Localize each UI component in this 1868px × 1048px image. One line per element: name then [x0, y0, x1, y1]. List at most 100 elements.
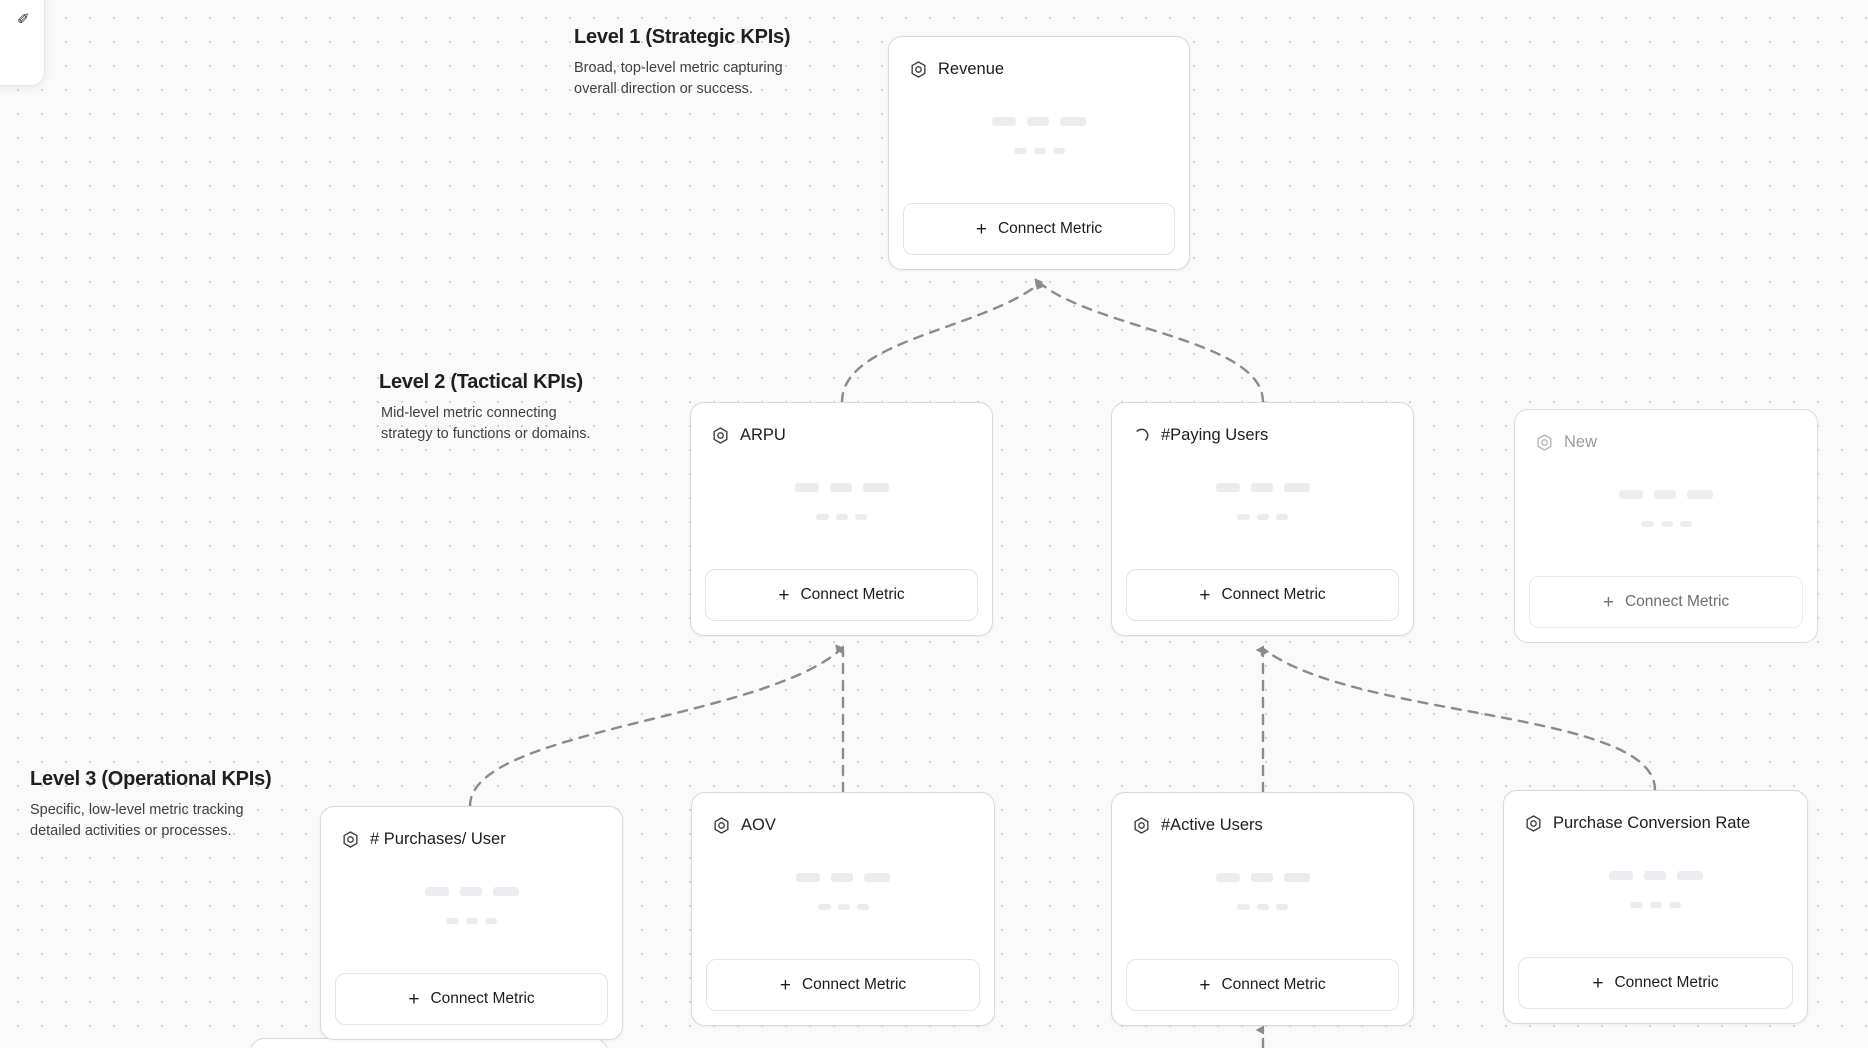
skeleton-bar — [816, 514, 829, 520]
connect-metric-label: Connect Metric — [997, 220, 1103, 237]
skeleton-bar — [1257, 514, 1269, 520]
skeleton-row-secondary — [1237, 514, 1288, 520]
card-placeholder-body — [1515, 456, 1817, 576]
connect-metric-button[interactable]: + Connect Metric — [903, 203, 1175, 255]
skeleton-bar — [1250, 483, 1273, 492]
skeleton-bar — [992, 117, 1016, 126]
skeleton-bar — [466, 918, 478, 924]
connect-metric-label: Connect Metric — [1624, 593, 1730, 610]
connector-arpu-revenue — [840, 278, 1044, 404]
level-2-label: Level 2 (Tactical KPIs) Mid-level metric… — [379, 371, 596, 445]
connect-metric-button[interactable]: + Connect Metric — [1518, 957, 1793, 1009]
skeleton-bar — [1643, 871, 1666, 880]
skeleton-bar — [1237, 904, 1250, 910]
skeleton-row-secondary — [1630, 902, 1681, 908]
skeleton-row-primary — [992, 117, 1086, 126]
connect-metric-button[interactable]: + Connect Metric — [705, 569, 978, 621]
connect-metric-label: Connect Metric — [801, 976, 907, 993]
connect-metric-button[interactable]: + Connect Metric — [706, 959, 980, 1011]
card-title: #Paying Users — [1161, 425, 1269, 444]
card-title: # Purchases/ User — [370, 829, 506, 848]
level-3-title: Level 3 (Operational KPIs) — [30, 768, 272, 790]
connect-metric-button[interactable]: + Connect Metric — [1126, 959, 1399, 1011]
skeleton-bar — [1257, 904, 1269, 910]
metric-card-arpu[interactable]: ARPU + Connect Metric — [690, 402, 993, 636]
plus-icon: + — [408, 988, 420, 1010]
hexagon-icon — [343, 830, 358, 848]
skeleton-row-primary — [1215, 483, 1310, 492]
metric-card-new[interactable]: New + Connect Metric — [1514, 409, 1818, 643]
connector-paying-users-revenue — [1036, 280, 1265, 404]
skeleton-bar — [1283, 483, 1310, 492]
skeleton-bar — [1276, 904, 1288, 910]
hexagon-icon — [714, 816, 729, 834]
plus-icon: + — [1592, 972, 1604, 994]
connect-metric-label: Connect Metric — [800, 586, 905, 603]
connect-metric-label: Connect Metric — [1221, 586, 1326, 603]
card-placeholder-body — [692, 839, 994, 959]
card-placeholder-body — [691, 449, 992, 569]
skeleton-bar — [1237, 514, 1250, 520]
skeleton-bar — [424, 887, 449, 896]
skeleton-bar — [1687, 490, 1713, 499]
skeleton-bar — [1608, 871, 1633, 880]
metric-card-active-users[interactable]: #Active Users + Connect Metric — [1111, 792, 1414, 1026]
skeleton-bar — [446, 918, 459, 924]
skeleton-bar — [1679, 521, 1692, 527]
connector-conversion-paying-users — [1260, 646, 1657, 792]
hexagon-icon — [1526, 814, 1541, 832]
card-header: Purchase Conversion Rate — [1504, 791, 1807, 837]
skeleton-row-secondary — [816, 514, 867, 520]
metric-card-aov[interactable]: AOV + Connect Metric — [691, 792, 995, 1026]
skeleton-row-primary — [1608, 871, 1703, 880]
corner-panel[interactable]: ✐ — [0, 0, 45, 86]
connect-metric-button[interactable]: + Connect Metric — [1529, 576, 1803, 628]
metric-card-paying-users[interactable]: #Paying Users + Connect Metric — [1111, 402, 1414, 636]
skeleton-row-primary — [1215, 873, 1310, 882]
card-placeholder-body — [889, 83, 1189, 203]
skeleton-bar — [817, 904, 831, 910]
card-placeholder-body — [1112, 449, 1413, 569]
skeleton-bar — [1630, 902, 1643, 908]
card-header: Revenue — [889, 37, 1189, 83]
metric-card-purchases-per-user[interactable]: # Purchases/ User + Connect Metric — [320, 806, 623, 1040]
card-header: # Purchases/ User — [321, 807, 622, 853]
connect-metric-button[interactable]: + Connect Metric — [335, 973, 608, 1025]
level-3-label: Level 3 (Operational KPIs) Specific, low… — [30, 768, 272, 842]
card-title: ARPU — [740, 425, 786, 444]
skeleton-bar — [1654, 490, 1676, 499]
card-header: #Active Users — [1112, 793, 1413, 839]
skeleton-bar — [1215, 873, 1240, 882]
plus-icon: + — [779, 974, 791, 996]
skeleton-bar — [492, 887, 519, 896]
hexagon-icon — [1537, 433, 1552, 451]
skeleton-bar — [796, 873, 820, 882]
plus-icon: + — [1199, 974, 1211, 996]
skeleton-bar — [1215, 483, 1240, 492]
skeleton-bar — [1052, 148, 1065, 154]
skeleton-row-primary — [424, 887, 519, 896]
card-title: New — [1564, 432, 1598, 451]
skeleton-bar — [1650, 902, 1662, 908]
card-title: AOV — [741, 815, 776, 834]
skeleton-bar — [831, 873, 853, 882]
pen-icon[interactable]: ✐ — [17, 11, 30, 28]
skeleton-bar — [485, 918, 497, 924]
skeleton-row-secondary — [1237, 904, 1288, 910]
connector-purchases-arpu — [468, 644, 845, 808]
metric-card-purchase-conversion-rate[interactable]: Purchase Conversion Rate + Connect Metri… — [1503, 790, 1808, 1024]
skeleton-bar — [1276, 514, 1288, 520]
skeleton-bar — [855, 514, 867, 520]
skeleton-bar — [794, 483, 819, 492]
card-header: AOV — [692, 793, 994, 839]
connect-metric-button[interactable]: + Connect Metric — [1126, 569, 1399, 621]
skeleton-row-primary — [796, 873, 890, 882]
card-title: Purchase Conversion Rate — [1553, 813, 1751, 832]
skeleton-bar — [862, 483, 889, 492]
connect-metric-label: Connect Metric — [430, 990, 535, 1007]
plus-icon: + — [778, 584, 790, 606]
skeleton-row-secondary — [1640, 521, 1692, 527]
level-1-description: Broad, top-level metric capturing overal… — [574, 60, 783, 98]
metric-card-revenue[interactable]: Revenue + Connect Metric — [888, 36, 1190, 270]
